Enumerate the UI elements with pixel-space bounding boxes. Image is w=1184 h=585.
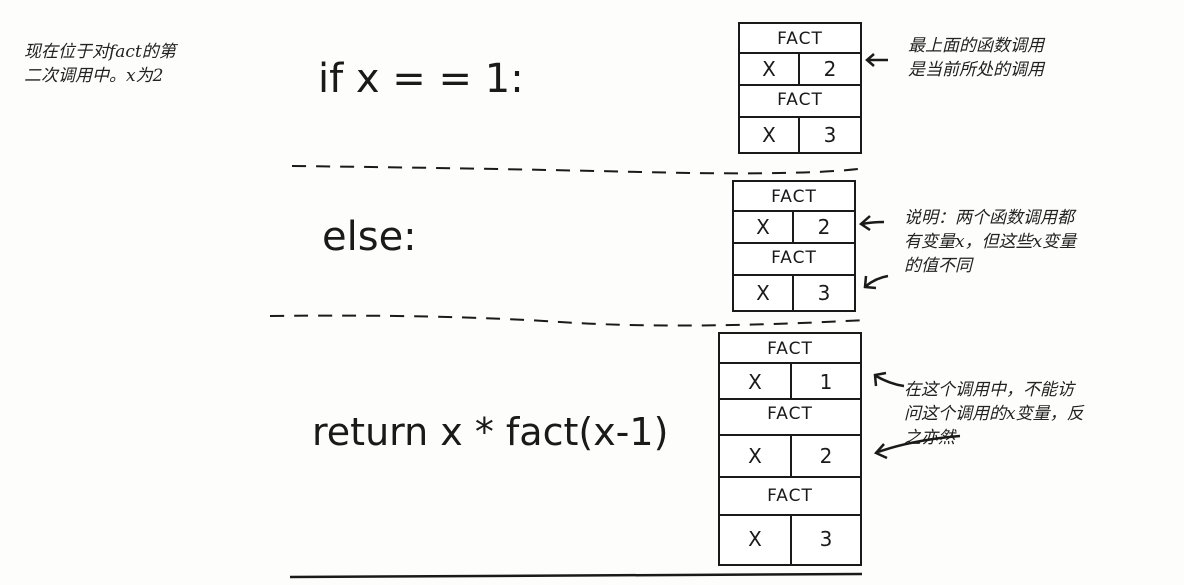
- annotation-line: 的值不同: [904, 256, 972, 276]
- frame-title: FACT: [767, 404, 813, 424]
- annotation-line: 说明：两个函数调用都: [904, 208, 1074, 228]
- frame-var: X: [756, 281, 770, 305]
- frame-title: FACT: [777, 90, 823, 110]
- frame-value: 2: [817, 215, 831, 239]
- annotation-line: 在这个调用中，不能访: [904, 380, 1074, 400]
- frame-title: FACT: [771, 187, 817, 207]
- frame-value: 3: [823, 123, 837, 147]
- frame-var: X: [762, 57, 776, 81]
- frame-value: 2: [819, 444, 833, 468]
- frame-var: X: [748, 444, 762, 468]
- annotation-line: 最上面的函数调用: [908, 36, 1044, 56]
- arrow-icon: [873, 371, 905, 388]
- stack-baseline: [289, 572, 863, 579]
- stack-frames-section-3: FACT X 1 FACT X 2 FACT X 3: [718, 332, 862, 566]
- annotation-current-call: 最上面的函数调用 是当前所处的调用: [908, 34, 1044, 82]
- frame-title: FACT: [767, 339, 813, 359]
- frame-title: FACT: [767, 486, 813, 506]
- code-else-line: else:: [322, 214, 417, 260]
- frame-value: 3: [817, 281, 831, 305]
- frame-var: X: [756, 215, 770, 239]
- frame-value: 1: [819, 370, 833, 394]
- code-if-line: if x = = 1:: [318, 56, 524, 102]
- code-return-line: return x * fact(x-1): [312, 410, 669, 454]
- frame-value: 2: [823, 57, 837, 81]
- frame-value: 3: [819, 527, 833, 551]
- frame-title: FACT: [771, 248, 817, 268]
- annotation-line: 问这个调用的x变量，反: [904, 404, 1084, 424]
- frame-title: FACT: [777, 29, 823, 49]
- annotation-line: 有变量x，但这些x变量: [904, 232, 1077, 252]
- frame-var: X: [762, 123, 776, 147]
- section-divider-dashed: [291, 165, 867, 175]
- section-divider-dashed: [269, 314, 867, 327]
- arrow-icon: [865, 53, 888, 67]
- frame-var: X: [748, 527, 762, 551]
- intro-note-line: 现在位于对fact的第: [24, 42, 176, 62]
- stack-frames-section-2: FACT X 2 FACT X 3: [732, 180, 856, 312]
- arrow-icon: [873, 434, 961, 460]
- intro-note: 现在位于对fact的第 二次调用中。x为2: [24, 40, 176, 88]
- annotation-separate-x: 说明：两个函数调用都 有变量x，但这些x变量 的值不同: [904, 206, 1076, 278]
- intro-note-line: 二次调用中。x为2: [24, 66, 164, 86]
- arrow-icon: [858, 215, 885, 232]
- stack-frames-section-1: FACT X 2 FACT X 3: [738, 22, 862, 154]
- arrow-icon: [863, 274, 889, 290]
- annotation-line: 是当前所处的调用: [908, 60, 1044, 80]
- frame-var: X: [748, 370, 762, 394]
